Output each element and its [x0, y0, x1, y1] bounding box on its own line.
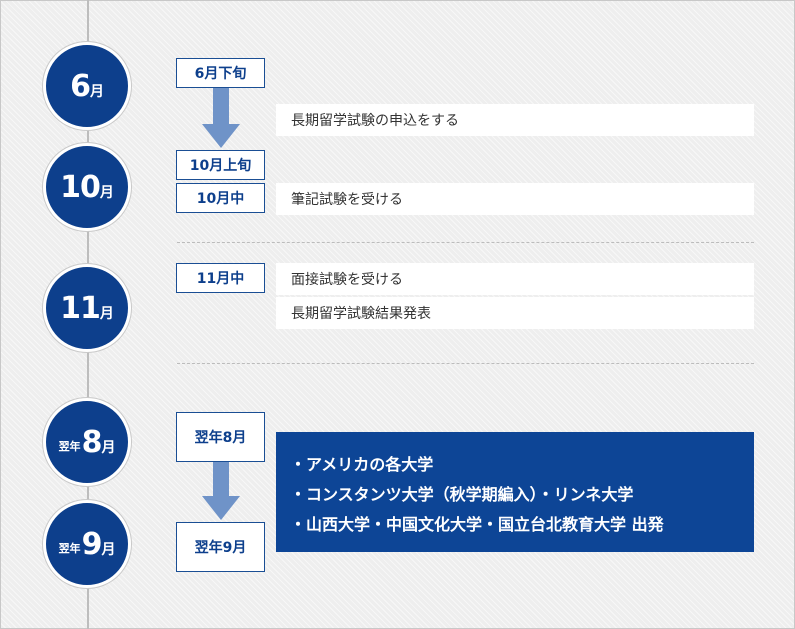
month-number: 6: [70, 68, 91, 104]
destination-line: ・山西大学・中国文化大学・国立台北教育大学 出発: [290, 515, 664, 534]
month-unit: 月: [101, 542, 116, 558]
month-unit: 月: [99, 306, 114, 322]
section-divider: [177, 242, 754, 243]
month-unit: 月: [99, 185, 114, 201]
month-prefix: 翌年: [58, 542, 81, 555]
destination-box: ・アメリカの各大学 ・コンスタンツ大学（秋学期編入）・リンネ大学 ・山西大学・中…: [276, 432, 754, 552]
step-apply: 長期留学試験の申込をする: [276, 104, 754, 136]
step-interview: 面接試験を受ける: [276, 263, 754, 295]
date-box-next-august: 翌年8月: [176, 412, 265, 462]
month-number: 9: [81, 526, 103, 562]
step-written-exam: 筆記試験を受ける: [276, 183, 754, 215]
month-number: 11: [60, 290, 101, 326]
destination-line: ・コンスタンツ大学（秋学期編入）・リンネ大学: [290, 485, 634, 504]
date-box-october-mid: 10月中: [176, 183, 265, 213]
date-box-november-mid: 11月中: [176, 263, 265, 293]
date-box-next-september: 翌年9月: [176, 522, 265, 572]
month-number: 8: [81, 424, 103, 460]
down-arrow-icon: [202, 462, 240, 520]
date-box-october-early: 10月上旬: [176, 150, 265, 180]
month-unit: 月: [101, 440, 116, 456]
month-unit: 月: [89, 84, 104, 100]
step-results: 長期留学試験結果発表: [276, 297, 754, 329]
destination-line: ・アメリカの各大学: [290, 455, 434, 474]
down-arrow-icon: [202, 88, 240, 148]
month-number: 10: [60, 169, 101, 205]
section-divider: [177, 363, 754, 364]
date-box-june-late: 6月下旬: [176, 58, 265, 88]
month-prefix: 翌年: [58, 440, 81, 453]
